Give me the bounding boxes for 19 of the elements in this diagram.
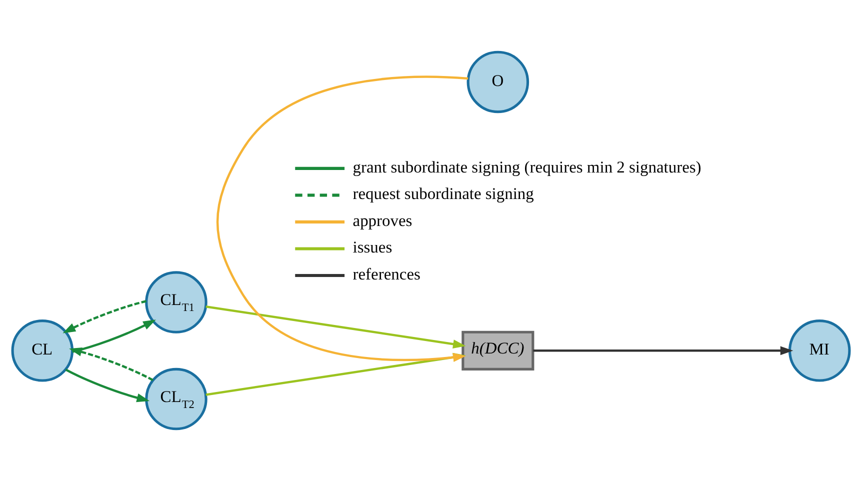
- legend-label: issues: [352, 237, 392, 256]
- node-circle: O: [466, 50, 530, 113]
- legend-label: approves: [352, 210, 412, 230]
- arrow: [69, 347, 154, 381]
- node-circle: CL$_{T1}$: [145, 270, 208, 333]
- node-circle: CL: [11, 319, 74, 382]
- node-circle: MI: [788, 319, 851, 382]
- arrow: [216, 75, 468, 362]
- arrow: [62, 300, 147, 333]
- arrow: [206, 304, 466, 348]
- arrow: [206, 352, 466, 396]
- legend-label: grant subordinate signing (requires min 2 signatures): [352, 156, 702, 176]
- node-box: h(DCC): [462, 330, 534, 370]
- legend-label: references: [352, 264, 420, 283]
- arrow: [533, 346, 794, 355]
- arrow: [65, 368, 150, 402]
- arrow: [72, 319, 156, 352]
- node-circle: CL$_{T2}$: [145, 367, 208, 430]
- legend-label: request subordinate signing: [352, 184, 534, 203]
